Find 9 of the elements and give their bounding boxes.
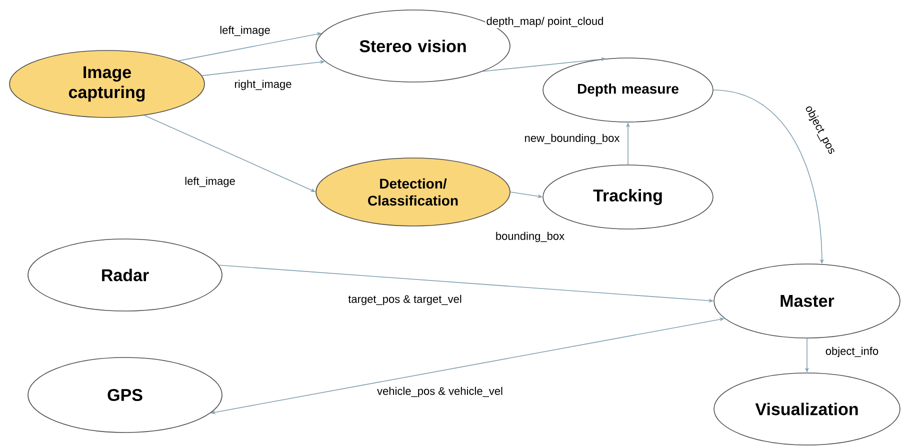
edge-label: object_info (824, 346, 880, 358)
edge-label: right_image (233, 78, 293, 92)
edge-label: new_bounding_box (523, 132, 621, 146)
edge-label: left_image (218, 24, 272, 38)
edge-label: target_pos & target_vel (347, 294, 463, 306)
edge-label: bounding_box (494, 230, 566, 244)
edge-label: vehicle_pos & vehicle_vel (376, 386, 504, 398)
edge-label: depth_map/ point_cloud (485, 16, 605, 28)
edge-label: left_image (184, 176, 236, 188)
